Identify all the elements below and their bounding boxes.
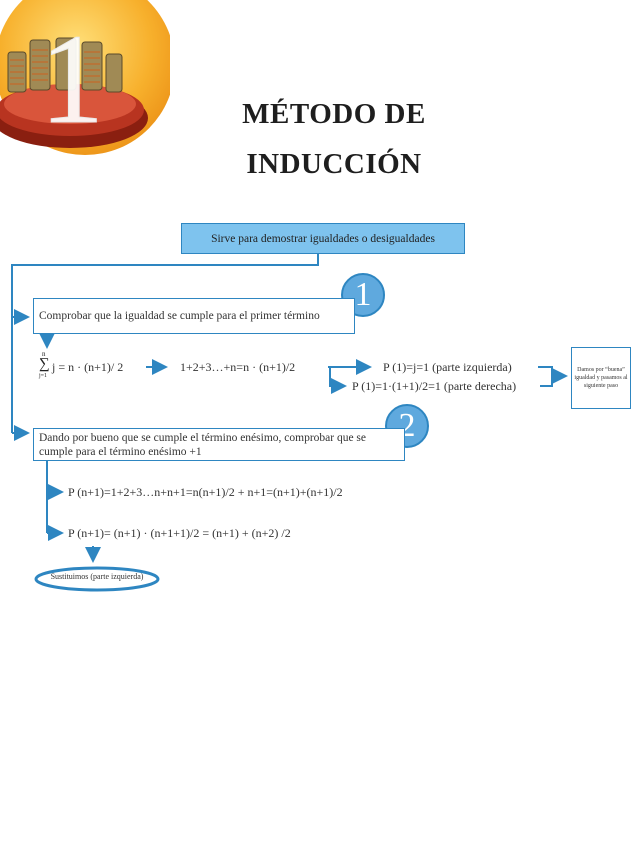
right-part-formula: P (1)=1·(1+1)/2=1 (parte derecha) [352,379,516,394]
sigma-icon: ∑ [39,356,50,373]
ellipse-label: Sustituimos (parte izquierda) [36,572,158,581]
side-note-box: Damos por “buena” igualdad y pasamos al … [571,347,631,409]
step2-box: Dando por bueno que se cumple el término… [33,428,405,461]
step1-box: Comprobar que la igualdad se cumple para… [33,298,355,334]
sum-expression: n ∑ j=1 j = n · (n+1)/ 2 [38,352,148,382]
sum-sub: j=1 [39,373,47,379]
expansion-formula: 1+2+3…+n=n · (n+1)/2 [180,360,295,375]
left-part-formula: P (1)=j=1 (parte izquierda) [383,360,512,375]
step2-line2: P (n+1)= (n+1) · (n+1+1)/2 = (n+1) + (n+… [68,526,291,541]
sum-body: j = n · (n+1)/ 2 [52,360,123,375]
step2-line1: P (n+1)=1+2+3…n+n+1=n(n+1)/2 + n+1=(n+1)… [68,485,343,500]
root-box: Sirve para demostrar igualdades o desigu… [181,223,465,254]
